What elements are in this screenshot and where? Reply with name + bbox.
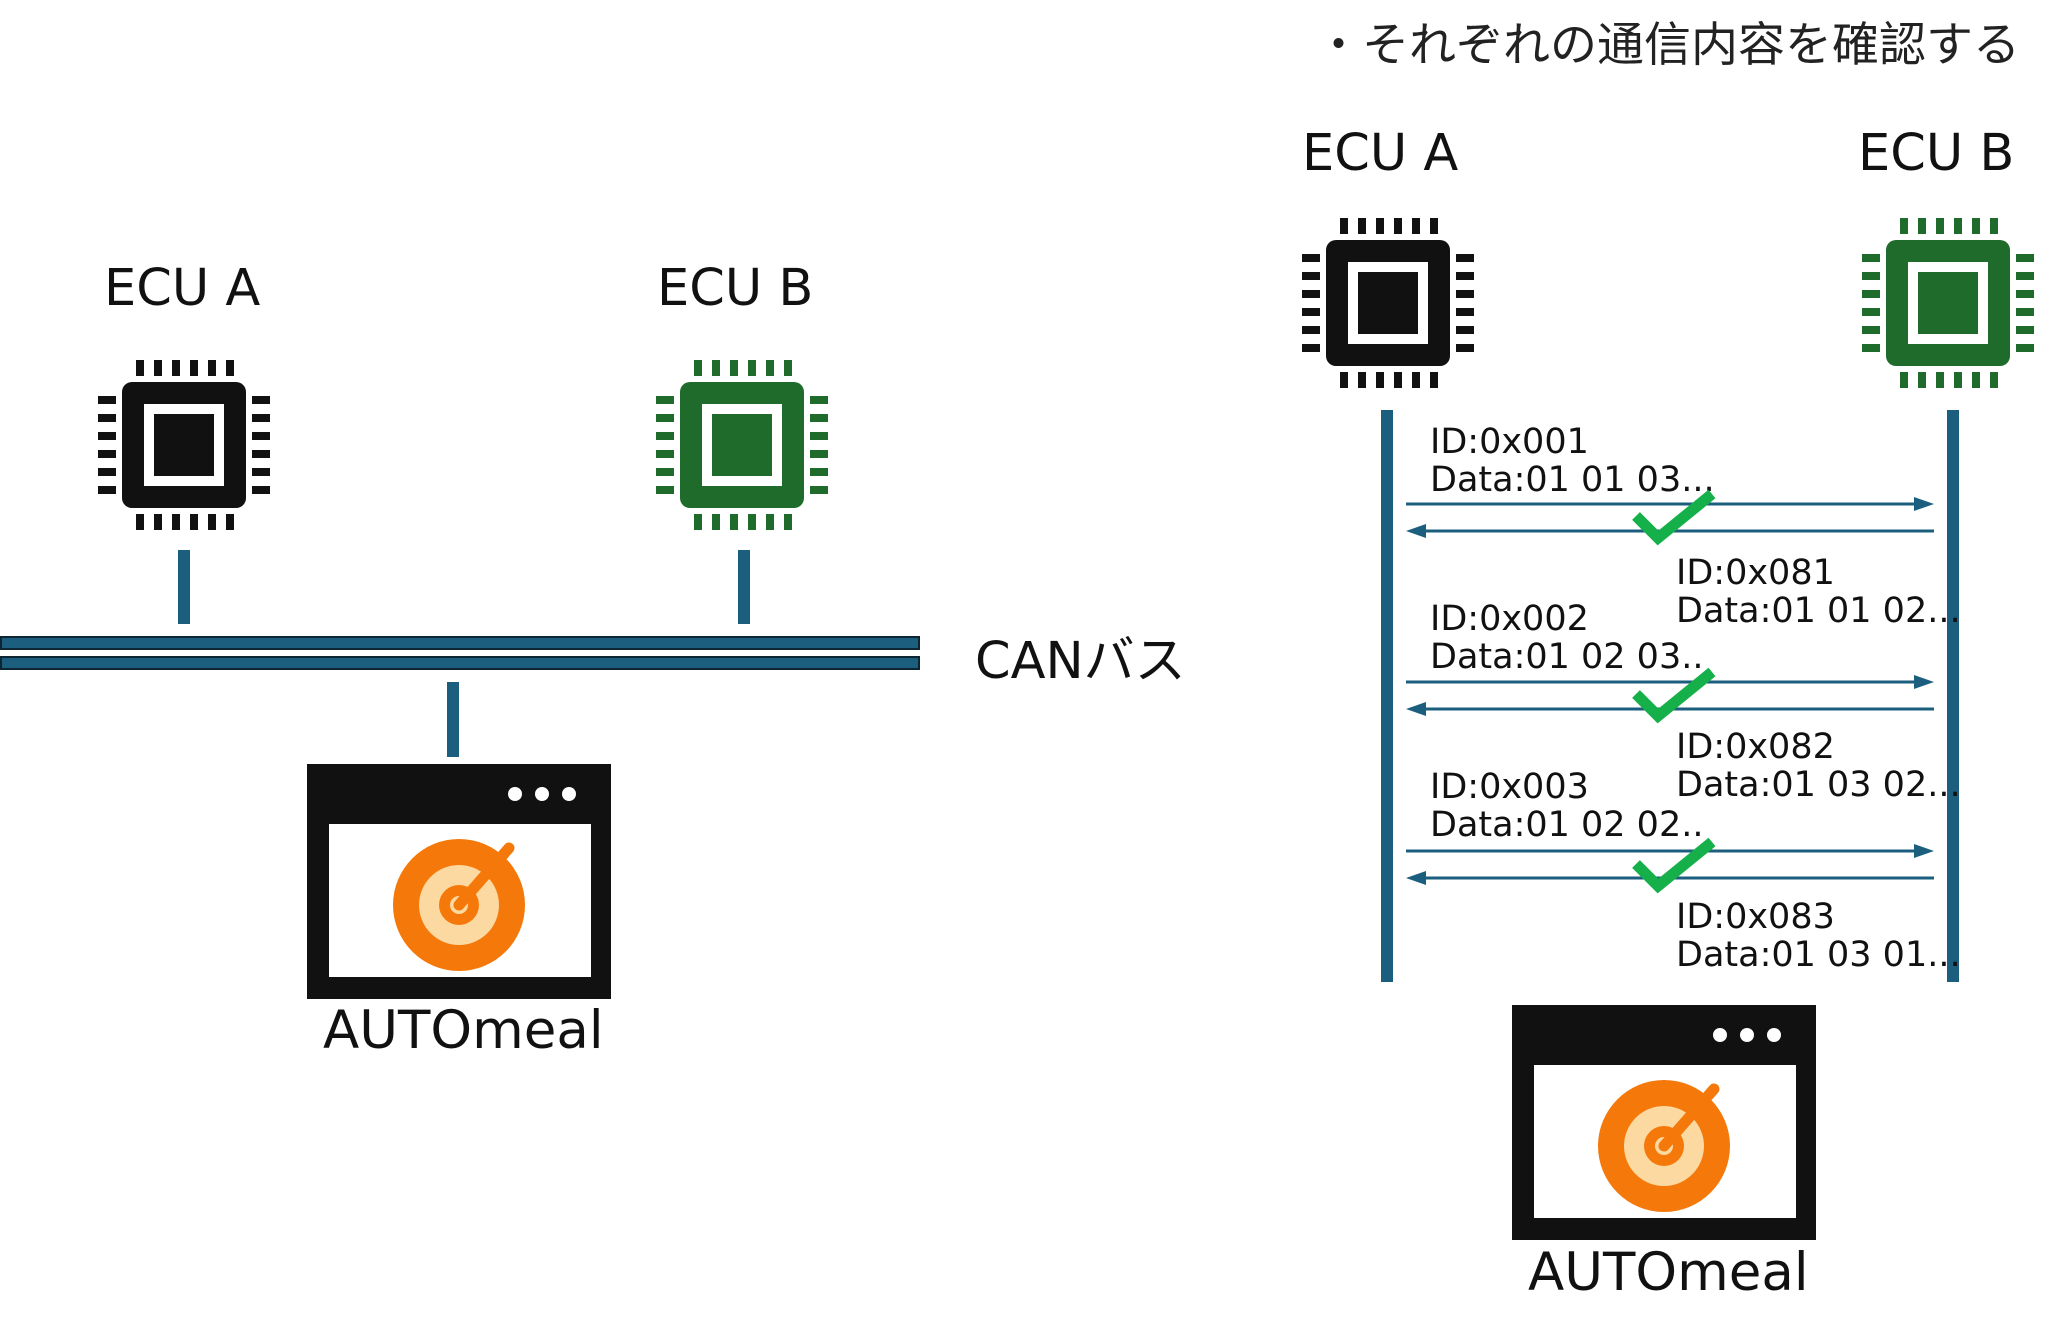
request-arrow: [1406, 844, 1934, 858]
ecu-b-bus-stub: [738, 550, 750, 624]
ecu-a-lifeline: [1381, 410, 1393, 982]
message-data: Data:01 01 02...: [1676, 591, 1961, 631]
response-message: ID:0x083 Data:01 03 01...: [1676, 898, 1961, 974]
ecu-a-bus-stub: [178, 550, 190, 624]
response-message: ID:0x082 Data:01 03 02...: [1676, 728, 1961, 804]
ecu-a-label: ECU A: [104, 259, 261, 318]
message-id: ID:0x081: [1676, 553, 1835, 593]
can-bus-line-low: [0, 656, 920, 670]
ecu-b-label: ECU B: [1858, 124, 2015, 183]
app-name-label: AUTOmeal: [1528, 1242, 1809, 1303]
check-icon: [1632, 489, 1716, 546]
app-window-icon: [307, 764, 611, 999]
request-message: ID:0x001 Data:01 01 03...: [1430, 423, 1715, 499]
message-data: Data:01 02 02..: [1430, 805, 1704, 845]
message-data: Data:01 01 03...: [1430, 460, 1715, 500]
message-data: Data:01 03 02...: [1676, 765, 1961, 805]
ecu-b-lifeline: [1947, 410, 1959, 982]
response-arrow: [1406, 702, 1934, 716]
message-id: ID:0x083: [1676, 897, 1835, 937]
message-id: ID:0x001: [1430, 422, 1589, 462]
chip-icon: [98, 360, 270, 530]
ecu-a-label: ECU A: [1302, 124, 1459, 183]
chip-icon: [1302, 218, 1474, 388]
request-arrow: [1406, 675, 1934, 689]
app-name-label: AUTOmeal: [323, 1000, 604, 1061]
check-icon: [1632, 667, 1716, 724]
request-arrow: [1406, 497, 1934, 511]
message-data: Data:01 03 01...: [1676, 935, 1961, 975]
message-id: ID:0x002: [1430, 599, 1589, 639]
message-id: ID:0x082: [1676, 727, 1835, 767]
request-message: ID:0x003 Data:01 02 02..: [1430, 768, 1703, 844]
page-heading: ・それぞれの通信内容を確認する: [1315, 18, 2020, 73]
app-window-icon: [1512, 1005, 1816, 1240]
check-icon: [1632, 837, 1716, 894]
app-bus-stub: [447, 682, 459, 757]
request-message: ID:0x002 Data:01 02 03..: [1430, 600, 1703, 676]
message-id: ID:0x003: [1430, 767, 1589, 807]
can-bus-line-high: [0, 636, 920, 650]
chip-icon: [656, 360, 828, 530]
message-data: Data:01 02 03..: [1430, 637, 1704, 677]
response-arrow: [1406, 524, 1934, 538]
can-bus-label: CANバス: [975, 632, 1186, 691]
response-message: ID:0x081 Data:01 01 02...: [1676, 554, 1961, 630]
ecu-b-label: ECU B: [657, 259, 814, 318]
response-arrow: [1406, 871, 1934, 885]
chip-icon: [1862, 218, 2034, 388]
